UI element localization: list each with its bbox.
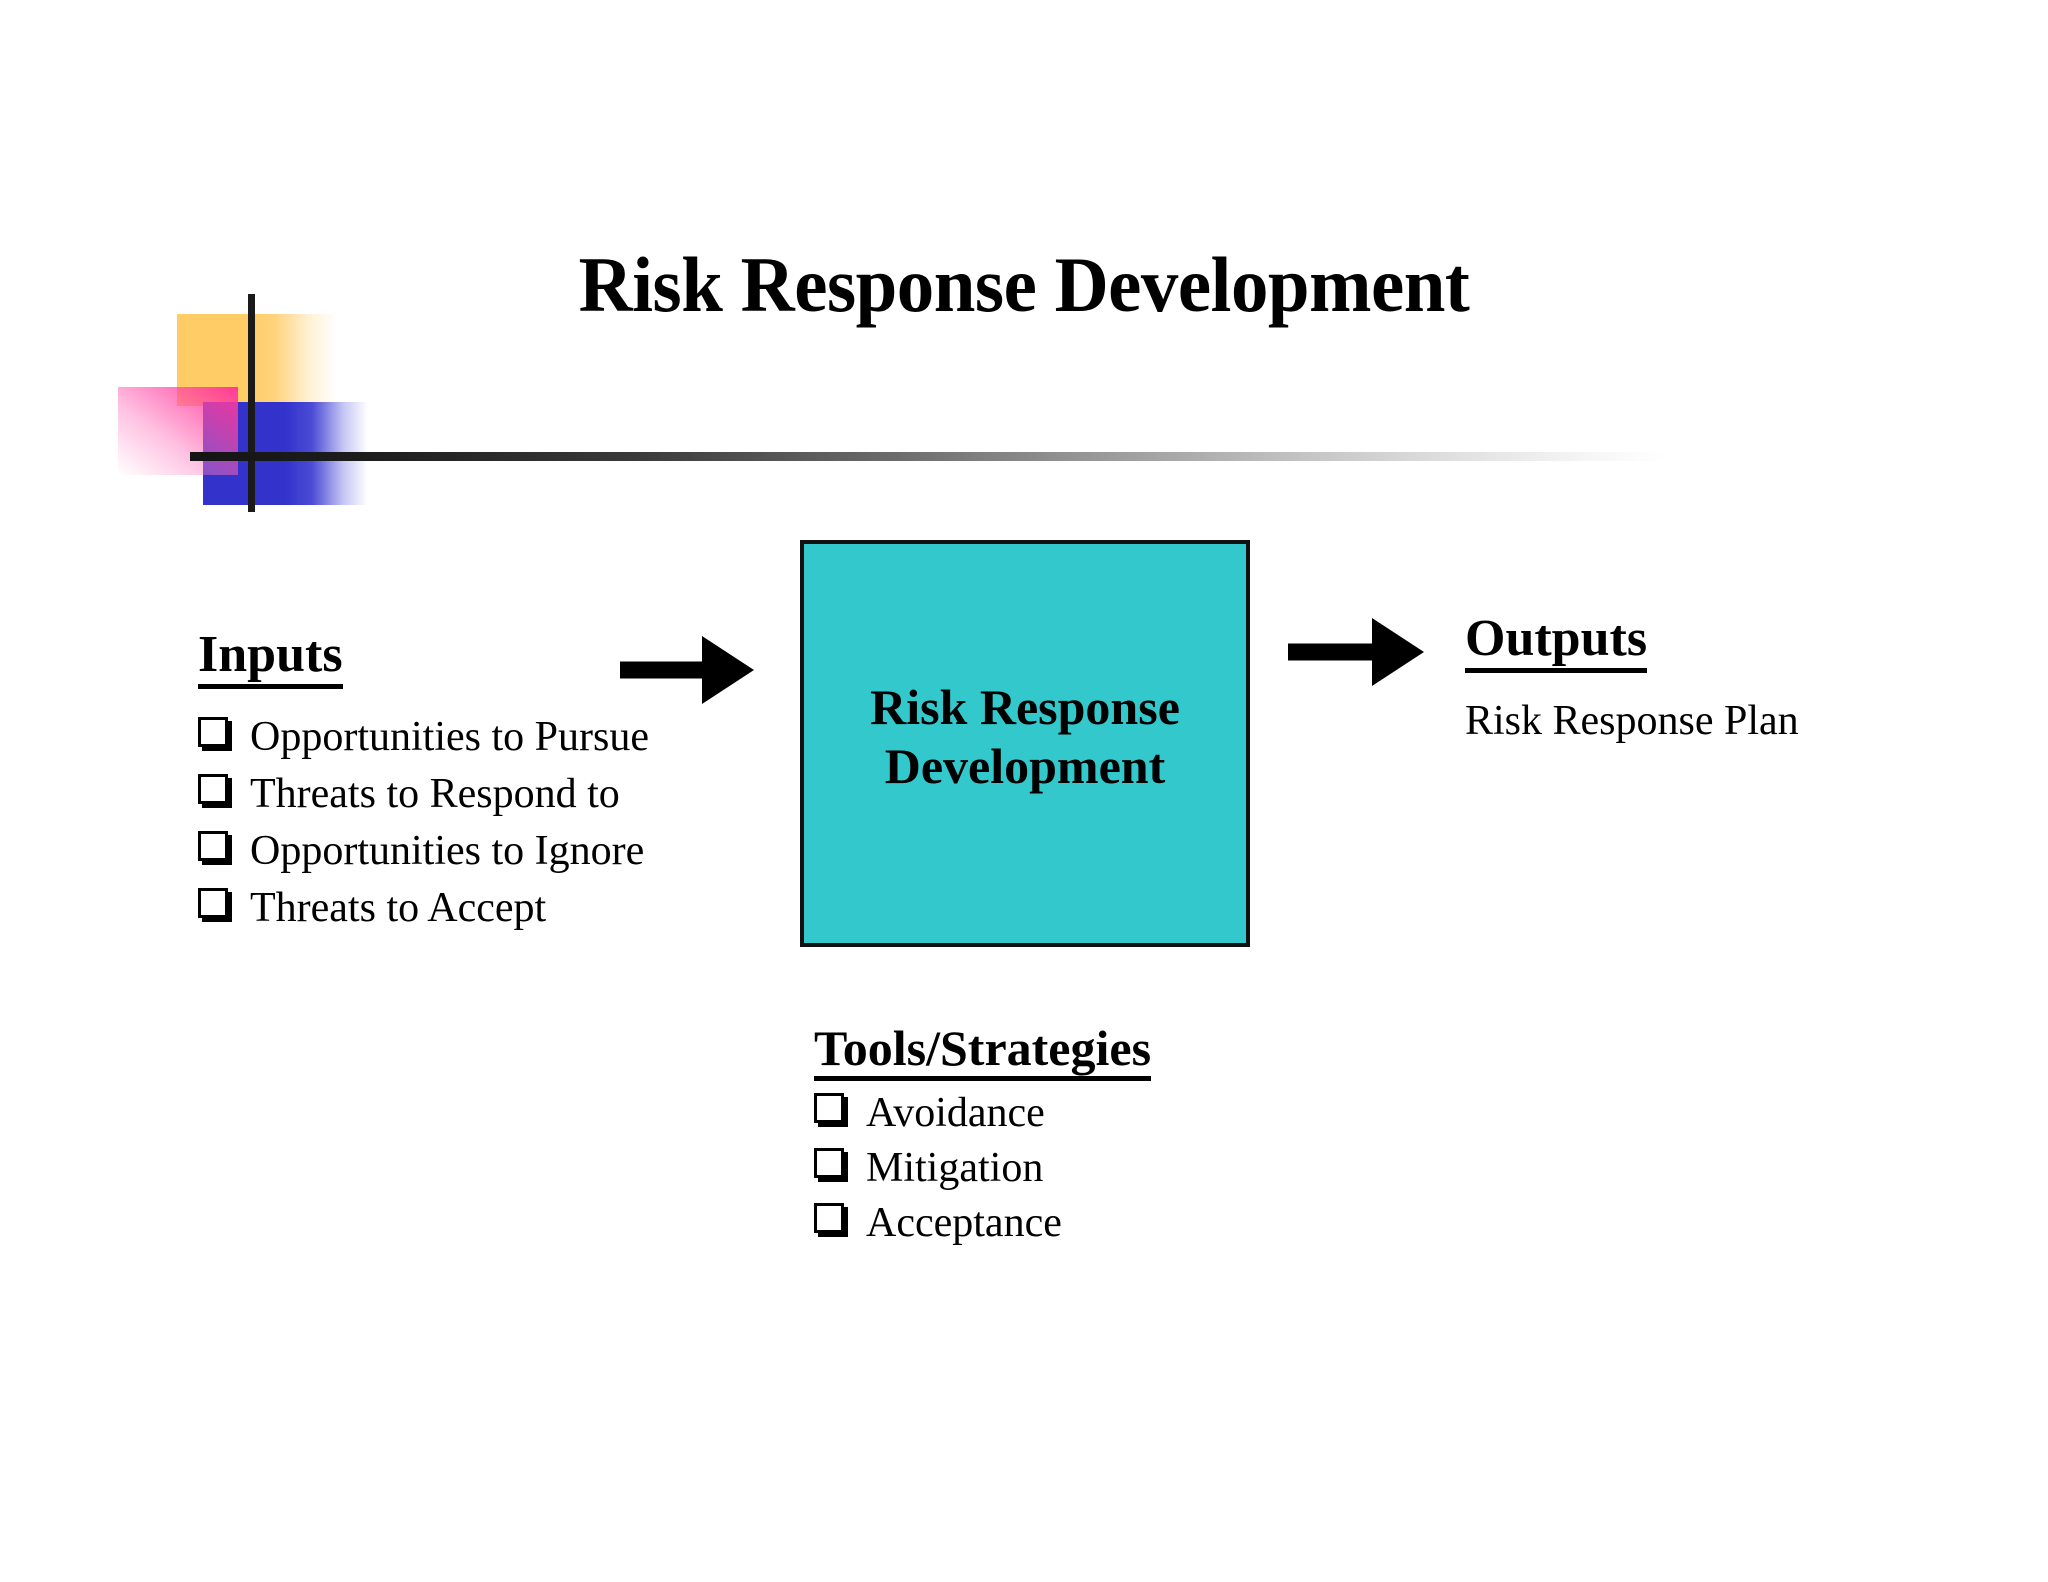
inputs-section: Inputs Opportunities to Pursue Threats t… [198,627,649,943]
tools-strategies-list: Avoidance Mitigation Acceptance [814,1089,1151,1245]
outputs-section: Outputs Risk Response Plan [1465,611,1799,744]
arrow-shaft [1288,643,1376,661]
decorative-horizontal-rule [190,452,1670,461]
checkbox-square-icon [198,887,228,918]
process-box-risk-response-development: Risk Response Development [800,540,1250,947]
list-item-label: Acceptance [866,1199,1062,1246]
checkbox-square-icon [814,1202,844,1233]
list-item: Opportunities to Pursue [198,713,649,760]
list-item-label: Threats to Respond to [250,770,620,817]
list-item: Opportunities to Ignore [198,829,649,873]
decorative-square-pink [118,387,238,475]
list-item: Acceptance [814,1201,1151,1245]
arrow-head [1372,618,1424,686]
list-item-label: Threats to Accept [250,884,547,931]
checkbox-square-icon [814,1092,844,1123]
list-item-label: Avoidance [866,1089,1045,1136]
list-item-label: Opportunities to Pursue [250,713,649,760]
decorative-vertical-rule [248,294,255,512]
decorative-motif [0,0,1670,560]
inputs-heading: Inputs [198,627,343,689]
list-item-label: Mitigation [866,1144,1044,1191]
tools-strategies-heading: Tools/Strategies [814,1022,1152,1081]
list-item: Threats to Respond to [198,772,649,816]
list-item-label: Opportunities to Ignore [250,827,645,874]
checkbox-square-icon [814,1147,844,1178]
arrow-head [702,636,754,704]
inputs-list: Opportunities to Pursue Threats to Respo… [198,713,649,930]
list-item: Mitigation [814,1144,1151,1191]
arrow-right-icon-inputs-to-process [620,636,754,704]
outputs-heading: Outputs [1465,611,1648,673]
list-item: Avoidance [814,1089,1151,1136]
list-item: Threats to Accept [198,886,649,930]
checkbox-square-icon [198,830,228,861]
tools-strategies-section: Tools/Strategies Avoidance Mitigation Ac… [814,1022,1152,1256]
outputs-plan-label: Risk Response Plan [1465,697,1799,744]
process-box-label: Risk Response Development [870,678,1180,810]
checkbox-square-icon [198,716,228,747]
arrow-shaft [620,661,706,679]
page-title: Risk Response Development [578,241,1470,328]
process-box-label-line2: Development [884,737,1166,794]
arrow-right-icon-process-to-outputs [1288,618,1424,686]
checkbox-square-icon [198,773,228,804]
process-box-label-line1: Risk Response [870,678,1180,735]
